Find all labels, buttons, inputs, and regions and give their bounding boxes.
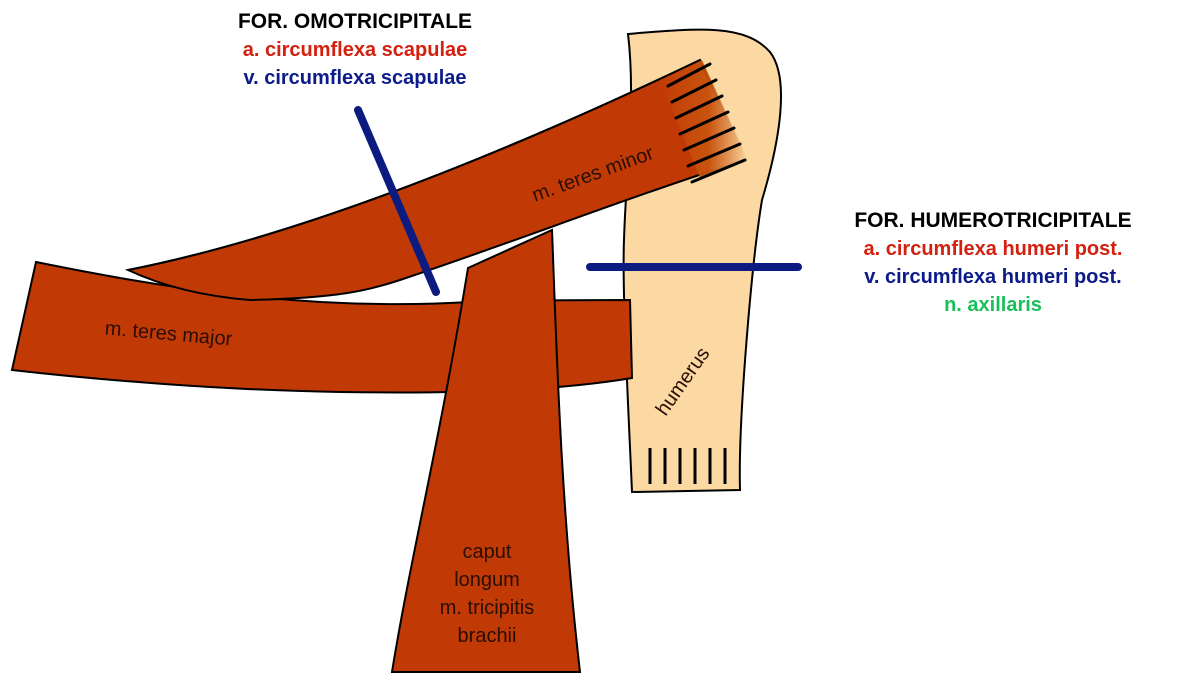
omotricipitale-vein: v. circumflexa scapulae: [243, 67, 466, 89]
triceps-label-line-3: m. tricipitis: [440, 597, 534, 619]
triceps-label-line-1: caput: [463, 541, 512, 563]
humerotricipitale-title: FOR. HUMEROTRICIPITALE: [854, 209, 1131, 232]
humerotricipitale-nerve: n. axillaris: [944, 294, 1042, 316]
humerotricipitale-artery: a. circumflexa humeri post.: [864, 238, 1123, 260]
omotricipitale-artery: a. circumflexa scapulae: [243, 39, 468, 61]
omotricipitale-title: FOR. OMOTRICIPITALE: [238, 10, 472, 33]
triceps-label-line-4: brachii: [458, 625, 517, 647]
triceps-label-line-2: longum: [454, 569, 520, 591]
humerotricipitale-vein: v. circumflexa humeri post.: [864, 266, 1122, 288]
